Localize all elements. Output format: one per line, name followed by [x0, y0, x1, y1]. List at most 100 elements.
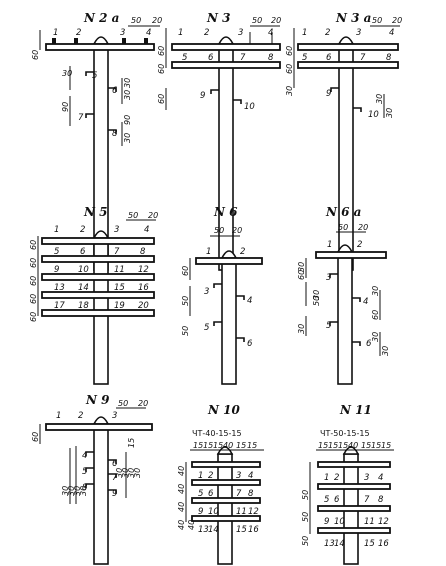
- diagram-title: N 10: [207, 403, 240, 417]
- diagram-n9: N 9 1 2 3 4 5 6 7 8 9 50 20 60 15 30 30 …: [31, 393, 153, 565]
- wire-number: 8: [112, 129, 118, 139]
- wire-number: 11: [236, 507, 247, 517]
- wire-number: 10: [208, 507, 219, 517]
- wire-number: 2: [78, 411, 83, 421]
- wire-number: 4: [144, 225, 149, 235]
- dimension-label: 30: [115, 468, 124, 478]
- dimension-label: 60: [297, 270, 306, 280]
- pole-top: [92, 36, 110, 45]
- hooks: [213, 283, 245, 342]
- wire-number: 6: [112, 459, 118, 469]
- wire-number: 5: [54, 247, 59, 257]
- dimension-lines: [305, 231, 381, 356]
- dimension-label: 40: [177, 466, 186, 476]
- dimension-label: 50: [181, 326, 190, 336]
- crossarm: [171, 61, 281, 69]
- dimension-label: 15: [127, 438, 136, 448]
- wire-number: 8: [140, 247, 146, 257]
- dimension-label: 30: [79, 486, 88, 496]
- wire-number: 2: [204, 28, 209, 38]
- dimension-label: 15: [371, 441, 381, 450]
- wire-number: 19: [114, 301, 125, 311]
- wire-number: 4: [378, 473, 383, 483]
- crossarm: [317, 483, 391, 490]
- wire-number: 3: [364, 473, 369, 483]
- wire-number: 10: [78, 265, 89, 275]
- diagram-n11: N 11 ЧТ-50-15-15 1 2 3 4 5 6 7 8 9 10 11…: [301, 403, 394, 565]
- wire-number: 15: [364, 539, 375, 549]
- crossarm: [317, 527, 391, 534]
- wire-number: 12: [378, 517, 389, 527]
- wire-number: 2: [325, 28, 330, 38]
- crossarm: [317, 505, 391, 512]
- wire-number: 13: [324, 539, 335, 549]
- wire-number: 2: [334, 473, 339, 483]
- diagram-title: N 11: [339, 403, 372, 417]
- wire-number: 6: [80, 247, 86, 257]
- wire-number: 1: [53, 28, 58, 38]
- dimension-label: 60: [31, 50, 40, 60]
- wire-number: 6: [334, 495, 340, 505]
- dimension-label: 60: [285, 46, 294, 56]
- wire-number: 3: [120, 28, 125, 38]
- dimension-label: 50: [128, 211, 138, 220]
- wire-number: 1: [324, 473, 329, 483]
- wire-number: 1: [54, 225, 59, 235]
- wire-number: 3: [114, 225, 119, 235]
- wire-number: 16: [138, 283, 149, 293]
- dimension-label: 30: [121, 468, 130, 478]
- dimension-label: 50: [372, 16, 382, 25]
- crossarm: [45, 423, 153, 431]
- wire-number: 1: [302, 28, 307, 38]
- diagram-title: N 3: [206, 11, 231, 25]
- dimension-label: 15: [328, 441, 338, 450]
- wire-number: 10: [244, 102, 255, 112]
- wire-number: 7: [112, 473, 118, 483]
- insulators: [52, 38, 148, 44]
- wire-number: 14: [78, 283, 89, 293]
- wire-number: 5: [182, 53, 187, 63]
- wire-number: 14: [334, 539, 345, 549]
- dimension-label: 60: [29, 276, 38, 286]
- wire-number: 5: [324, 495, 329, 505]
- wire-number: 7: [236, 489, 242, 499]
- dimension-lines: [185, 449, 264, 522]
- diagram-subtitle: ЧТ-40-15-15: [192, 429, 242, 438]
- dimension-label: 30: [133, 468, 142, 478]
- dimension-label: 15: [247, 441, 257, 450]
- wire-number: 16: [378, 539, 389, 549]
- diagram-title: N 9: [85, 393, 110, 407]
- dimension-label: 60: [31, 432, 40, 442]
- wire-number: 7: [114, 247, 120, 257]
- wire-number: 6: [247, 339, 253, 349]
- wire-number: 7: [360, 53, 366, 63]
- wire-number: 9: [200, 91, 205, 101]
- dimension-label: 40: [348, 441, 358, 450]
- dimension-label: 15: [318, 441, 328, 450]
- wire-number: 8: [268, 53, 274, 63]
- wire-number: 3: [356, 28, 361, 38]
- dimension-label: 30: [62, 69, 72, 78]
- wire-number: 6: [208, 53, 214, 63]
- hooks: [330, 87, 362, 112]
- hooks: [210, 89, 242, 104]
- wire-number: 5: [204, 323, 209, 333]
- dimension-label: 40: [187, 520, 196, 530]
- dimension-label: 30: [385, 108, 394, 118]
- dimension-lines: [37, 219, 156, 316]
- dimension-label: 30: [123, 90, 132, 100]
- dimension-lines: [165, 25, 280, 110]
- wire-number: 5: [326, 321, 331, 331]
- wire-number: 7: [364, 495, 370, 505]
- diagram-n10: N 10 ЧТ-40-15-15 1 2 3 4 5 6 7 8 9 10 11…: [177, 403, 264, 565]
- dimension-label: 30: [381, 346, 390, 356]
- crossarm: [297, 61, 399, 69]
- dimension-label: 30: [312, 290, 321, 300]
- diagram-n6a: N 6 a 1 2 3 4 5 6 50 20 30 60 30 50 30 3…: [297, 205, 390, 385]
- dimension-label: 15: [193, 441, 203, 450]
- wire-number: 4: [247, 296, 252, 306]
- hooks: [85, 451, 117, 494]
- dimension-label: 30: [123, 78, 132, 88]
- wire-number: 10: [334, 517, 345, 527]
- dimension-label: 40: [177, 502, 186, 512]
